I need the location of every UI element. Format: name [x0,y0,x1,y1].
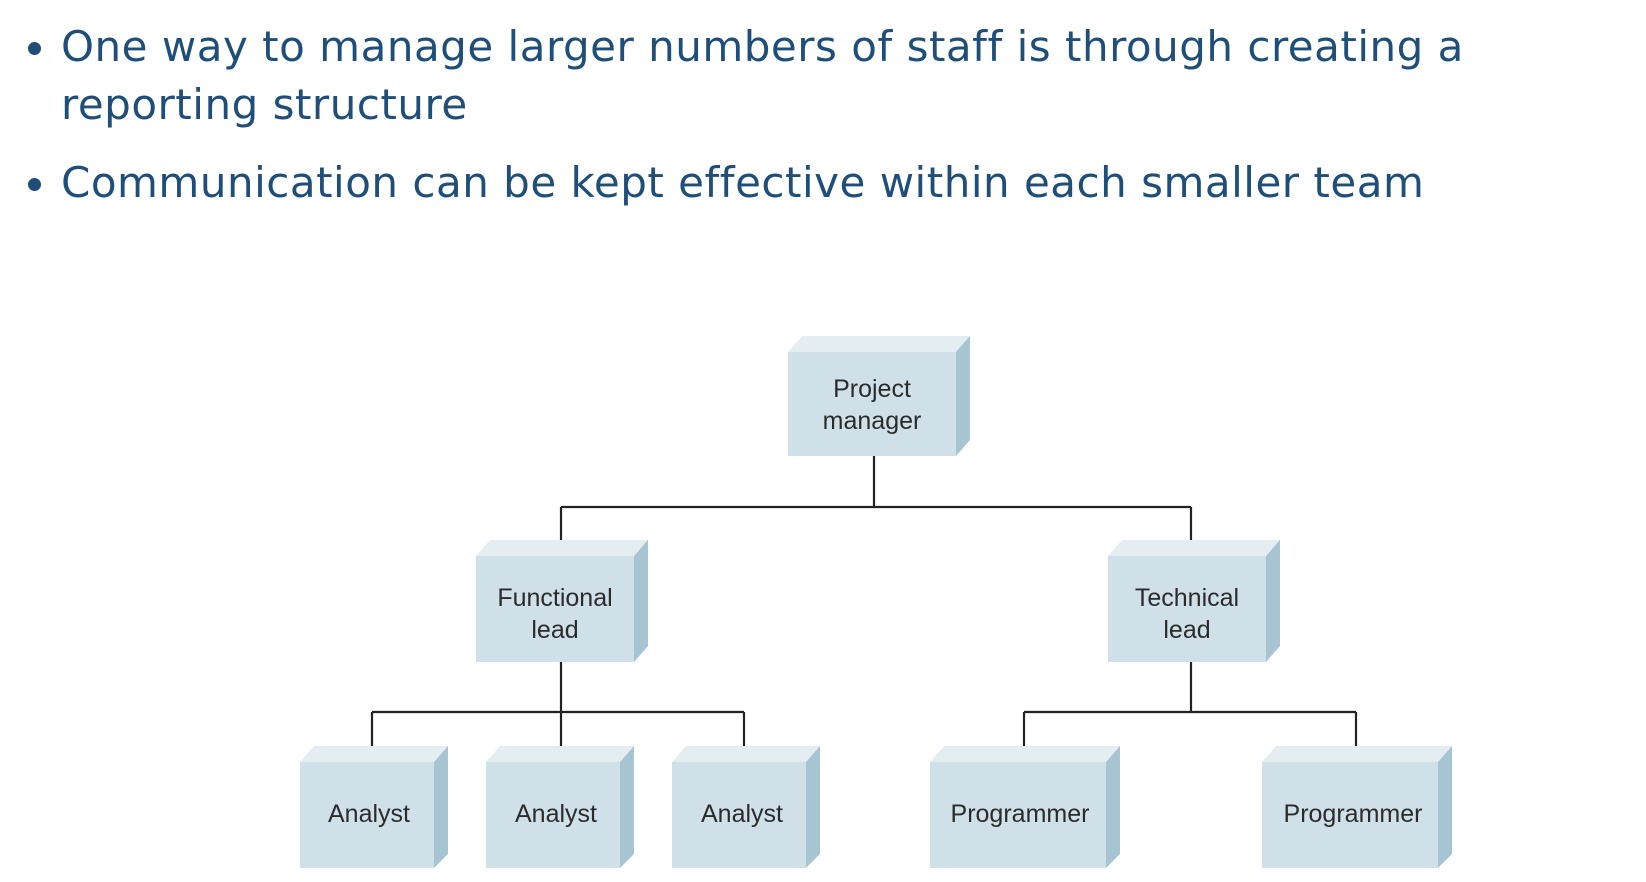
box-label-line: lead [1163,616,1210,644]
box-project-manager: Project manager [788,336,970,456]
box-label: Programmer [1284,800,1423,828]
box-analyst: Analyst [300,746,448,868]
connector-lines [370,455,1358,760]
bullet-list: One way to manage larger numbers of staf… [24,18,1624,232]
box-label: Programmer [951,800,1090,828]
box-label-line: lead [531,616,578,644]
box-label: Analyst [701,800,783,828]
bullet-dot-icon [28,178,41,191]
box-label-line: Project [833,375,911,403]
bullet-text: One way to manage larger numbers of staf… [61,22,1464,129]
box-label: Analyst [328,800,410,828]
bullet-item: Communication can be kept effective with… [24,154,1624,212]
box-label-line: Technical [1135,584,1239,612]
box-analyst: Analyst [486,746,634,868]
box-analyst: Analyst [672,746,820,868]
box-label-line: manager [823,407,922,435]
box-label: Analyst [515,800,597,828]
bullet-item: One way to manage larger numbers of staf… [24,18,1624,134]
box-programmer: Programmer [930,746,1120,868]
bullet-dot-icon [28,42,41,55]
box-label-line: Functional [497,584,612,612]
box-programmer: Programmer [1262,746,1452,868]
box-technical-lead: Technical lead [1108,540,1280,662]
bullet-text: Communication can be kept effective with… [61,158,1425,207]
box-functional-lead: Functional lead [476,540,648,662]
